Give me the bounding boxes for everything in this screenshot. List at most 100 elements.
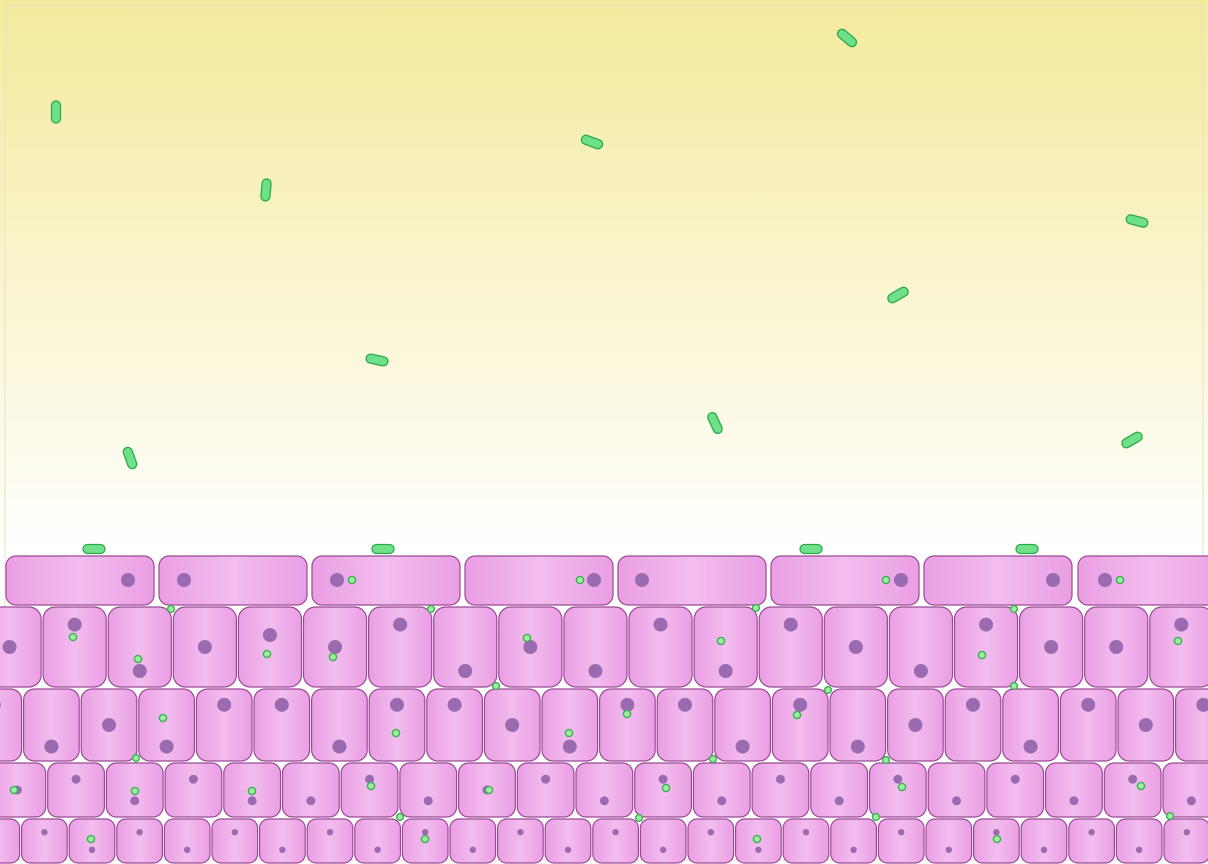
epithelial-cell xyxy=(1164,819,1208,863)
epithelial-cell xyxy=(752,763,809,817)
cell-nucleus xyxy=(952,796,961,805)
cell-nucleus xyxy=(1041,847,1047,853)
cell-nucleus xyxy=(198,640,212,654)
cell-nucleus xyxy=(1046,573,1060,587)
cell-nucleus xyxy=(505,718,519,732)
cell-nucleus xyxy=(1044,640,1058,654)
intracellular-bacterium xyxy=(753,605,760,612)
cell-nucleus xyxy=(835,796,844,805)
epithelial-cell xyxy=(355,819,401,863)
cell-nucleus xyxy=(717,796,726,805)
cell-nucleus xyxy=(332,740,346,754)
cell-nucleus xyxy=(849,640,863,654)
intracellular-bacterium xyxy=(1167,813,1174,820)
cell-nucleus xyxy=(1088,829,1094,835)
intracellular-bacterium xyxy=(753,835,760,842)
cell-nucleus xyxy=(374,847,380,853)
cell-nucleus xyxy=(121,573,135,587)
intracellular-bacterium xyxy=(636,815,643,822)
epithelial-cell xyxy=(0,819,20,863)
cell-nucleus xyxy=(448,698,462,712)
cell-nucleus xyxy=(44,740,58,754)
bacterium xyxy=(52,101,61,123)
intracellular-bacterium xyxy=(428,606,435,613)
epithelial-cell xyxy=(1104,763,1161,817)
cell-nucleus xyxy=(588,664,602,678)
intracellular-bacterium xyxy=(883,757,890,764)
cell-nucleus xyxy=(600,796,609,805)
cell-nucleus xyxy=(327,829,333,835)
cell-nucleus xyxy=(776,775,785,784)
bacterium-body xyxy=(83,545,105,554)
intracellular-bacterium xyxy=(87,835,94,842)
cell-nucleus xyxy=(1187,796,1196,805)
cell-nucleus xyxy=(541,775,550,784)
epithelial-cell xyxy=(1069,819,1115,863)
epithelial-cell xyxy=(1046,763,1103,817)
intracellular-bacterium xyxy=(131,787,138,794)
bacterium-body xyxy=(372,545,394,554)
intracellular-bacterium xyxy=(1011,606,1018,613)
cell-nucleus xyxy=(330,573,344,587)
cell-nucleus xyxy=(898,829,904,835)
epithelial-cell xyxy=(987,763,1044,817)
cell-nucleus xyxy=(1139,718,1153,732)
epithelial-cell xyxy=(498,819,544,863)
bacterium-body xyxy=(52,101,61,123)
intracellular-bacterium xyxy=(263,650,270,657)
intracellular-bacterium xyxy=(710,756,717,763)
cell-nucleus xyxy=(850,847,856,853)
cell-nucleus xyxy=(654,618,668,632)
cell-nucleus xyxy=(784,618,798,632)
cell-nucleus xyxy=(89,847,95,853)
cell-nucleus xyxy=(275,698,289,712)
cell-nucleus xyxy=(612,829,618,835)
cell-nucleus xyxy=(393,618,407,632)
cell-nucleus xyxy=(136,829,142,835)
cell-nucleus xyxy=(719,664,733,678)
cell-nucleus xyxy=(72,775,81,784)
epithelial-cell xyxy=(928,763,985,817)
bacterium-body xyxy=(800,545,822,554)
cell-nucleus xyxy=(993,829,999,835)
cell-nucleus xyxy=(189,775,198,784)
cell-nucleus xyxy=(1128,775,1137,784)
epithelial-cell xyxy=(693,763,750,817)
cell-nucleus xyxy=(130,796,139,805)
cell-nucleus xyxy=(133,664,147,678)
cell-nucleus xyxy=(217,698,231,712)
cell-nucleus xyxy=(263,628,277,642)
cell-nucleus xyxy=(678,698,692,712)
epithelial-cell xyxy=(831,819,877,863)
cell-nucleus xyxy=(914,664,928,678)
intracellular-bacterium xyxy=(623,710,630,717)
cell-nucleus xyxy=(1109,640,1123,654)
cell-nucleus xyxy=(755,847,761,853)
cell-nucleus xyxy=(851,740,865,754)
intracellular-bacterium xyxy=(978,651,985,658)
intracellular-bacterium xyxy=(168,606,175,613)
epithelial-cell xyxy=(688,819,734,863)
cell-nucleus xyxy=(893,775,902,784)
epithelial-cell xyxy=(1116,819,1162,863)
intracellular-bacterium xyxy=(565,729,572,736)
cell-nucleus xyxy=(1184,829,1190,835)
epithelial-cell xyxy=(238,607,301,687)
bacterium xyxy=(800,545,822,554)
cell-nucleus xyxy=(184,847,190,853)
epithelial-cell xyxy=(640,819,686,863)
epithelial-cell xyxy=(400,763,457,817)
cell-nucleus xyxy=(563,740,577,754)
intracellular-bacterium xyxy=(421,835,428,842)
bacterium-body xyxy=(261,179,272,202)
bacterium xyxy=(372,545,394,554)
intracellular-bacterium xyxy=(662,784,669,791)
cell-nucleus xyxy=(1069,796,1078,805)
epithelial-cell xyxy=(307,819,353,863)
intracellular-bacterium xyxy=(248,787,255,794)
epithelial-cell xyxy=(576,763,633,817)
epithelial-cell xyxy=(164,819,210,863)
cell-nucleus xyxy=(979,618,993,632)
epithelial-cell xyxy=(1078,556,1208,605)
cell-nucleus xyxy=(422,829,428,835)
